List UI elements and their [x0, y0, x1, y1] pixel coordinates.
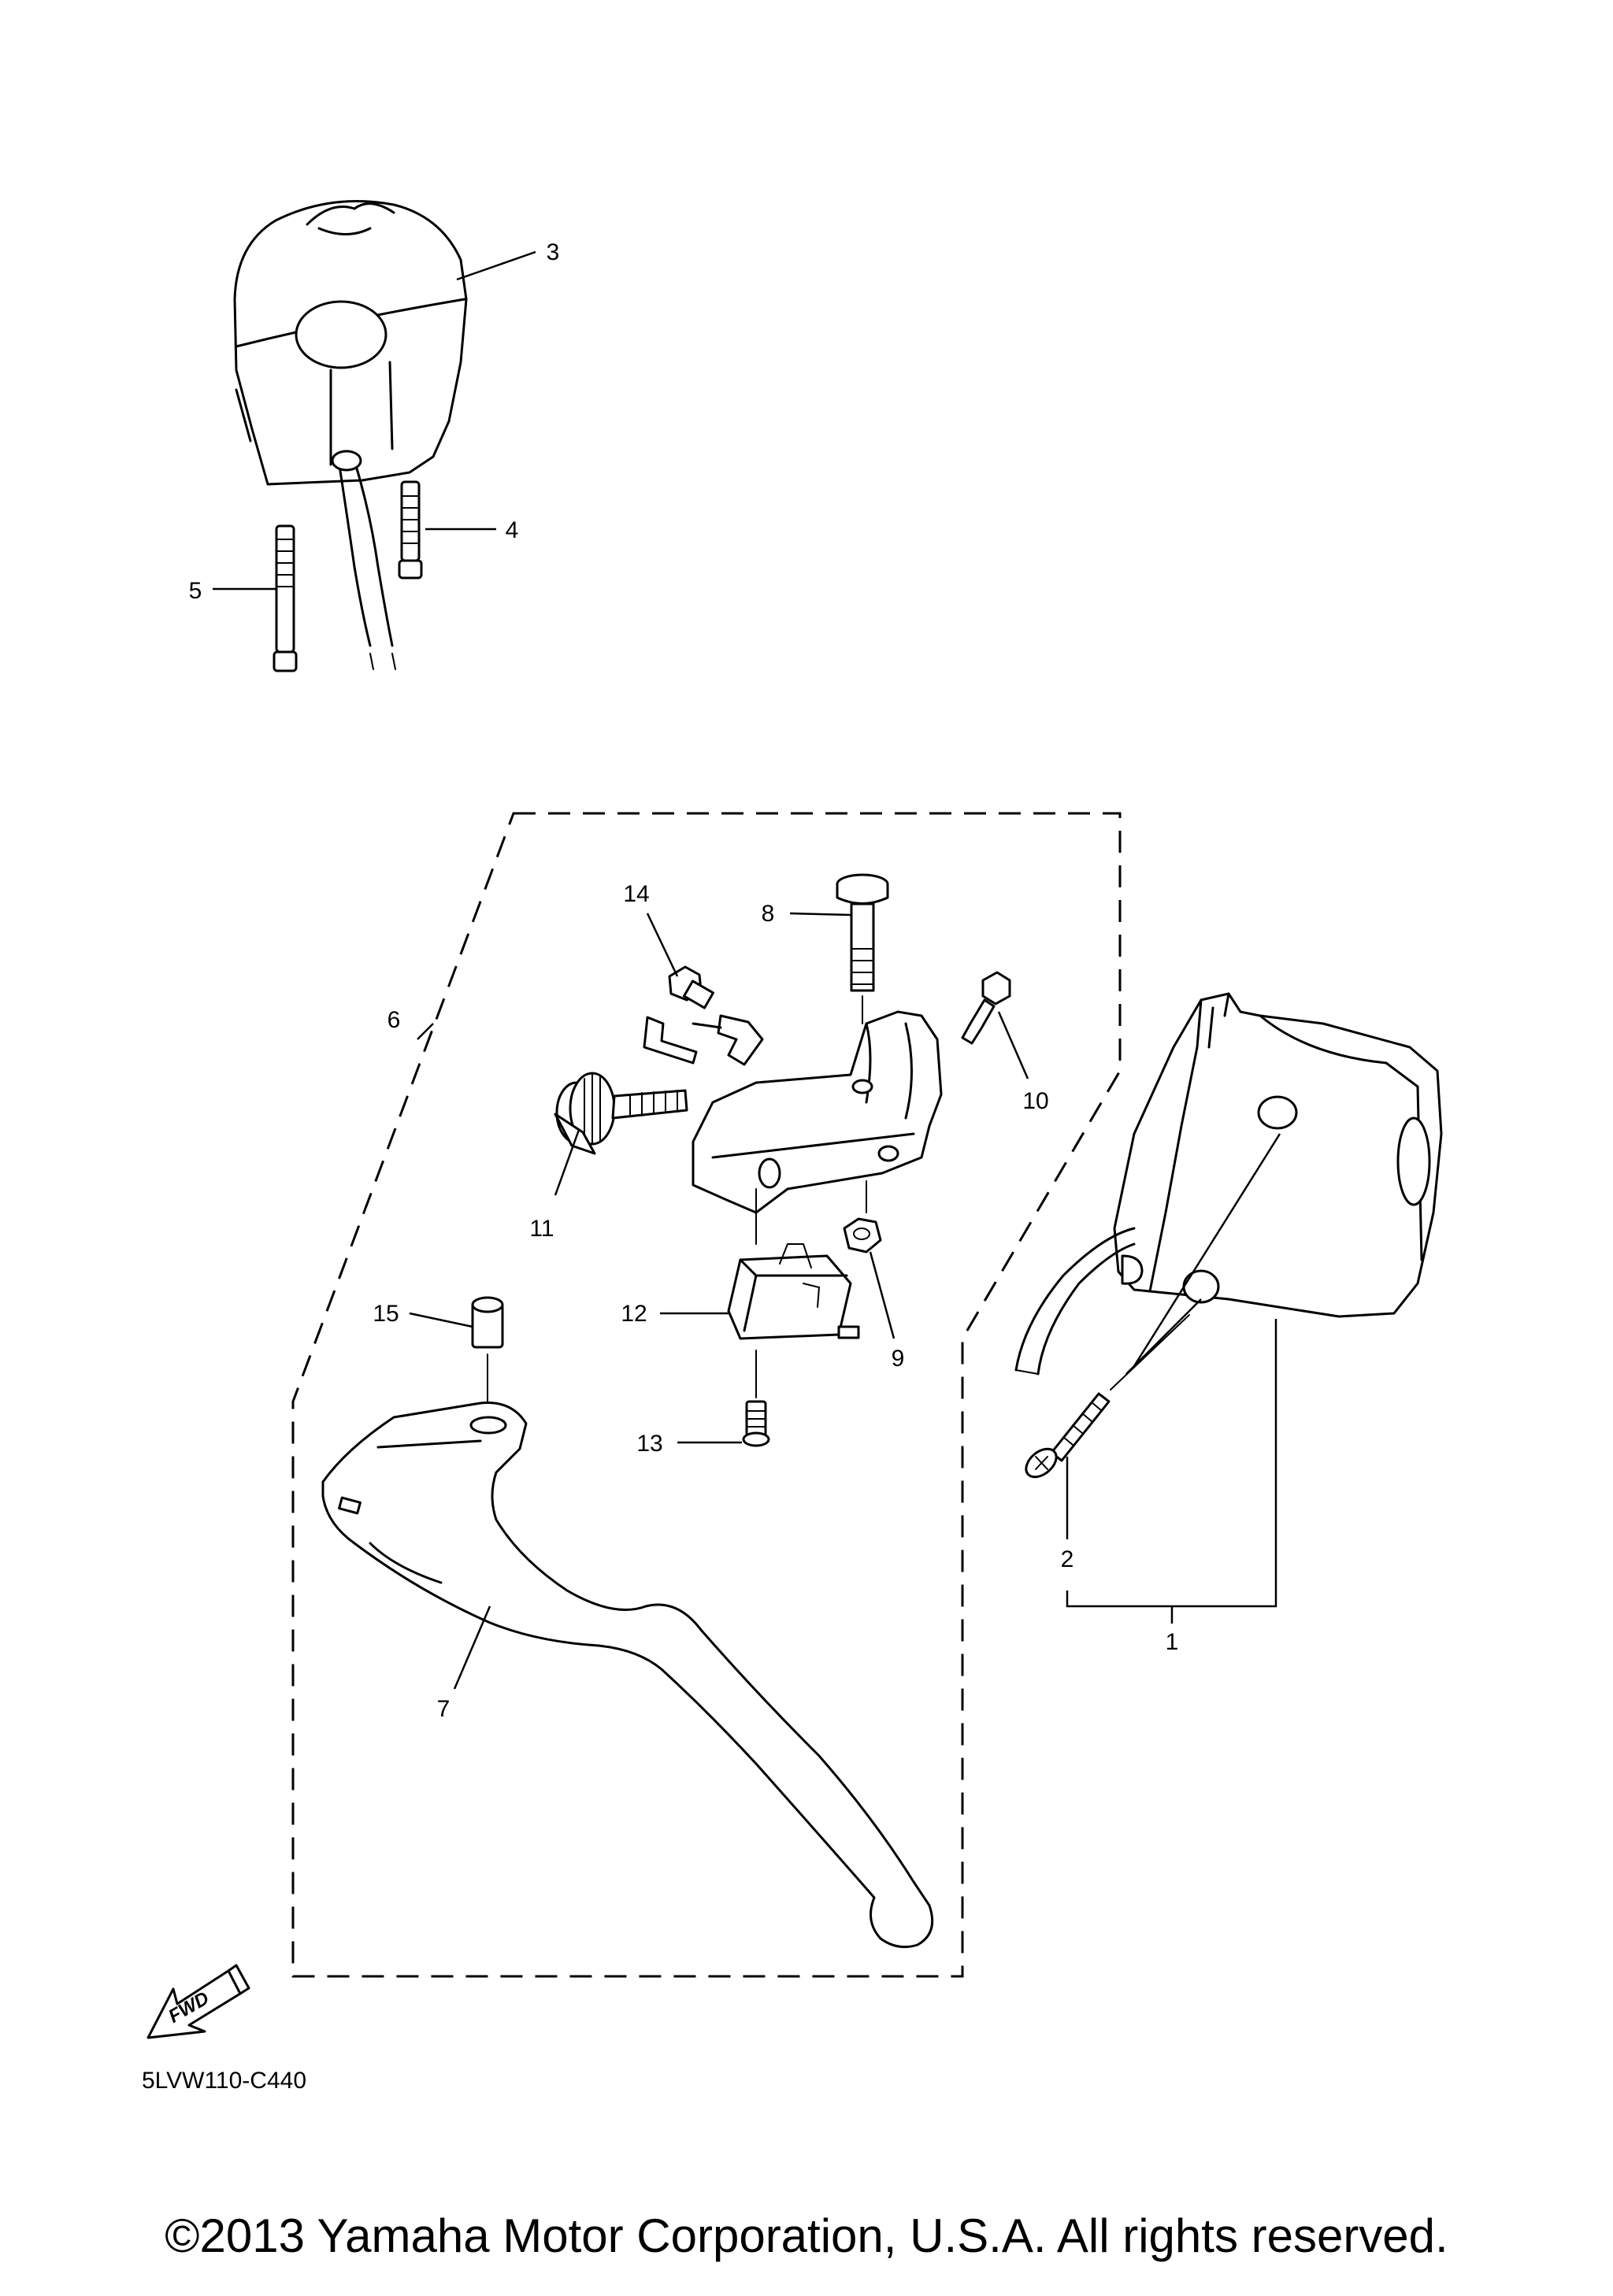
screw-part-5 [273, 524, 298, 672]
callout-labels: 1 2 3 4 5 6 7 8 9 10 11 12 13 14 15 [189, 239, 1179, 1722]
right-housing-part-1 [1014, 992, 1443, 1376]
callout-8: 8 [762, 901, 775, 927]
callout-12: 12 [621, 1301, 647, 1327]
lever-part-7 [321, 1402, 934, 1949]
callout-14: 14 [623, 881, 649, 907]
pivot-bolt-part-8 [836, 873, 889, 1024]
adjuster-knob-part-11 [554, 1072, 688, 1155]
screw-part-13 [742, 1400, 770, 1447]
callout-2: 2 [1061, 1546, 1074, 1572]
callout-3: 3 [547, 239, 560, 265]
callout-13: 13 [636, 1431, 662, 1457]
bolt-part-10 [961, 971, 1011, 1045]
screw-part-2 [1025, 1314, 1190, 1479]
brake-switch-part-12 [727, 1243, 860, 1398]
lever-assembly-outline [291, 812, 1122, 1978]
callout-1: 1 [1166, 1629, 1179, 1655]
callout-15: 15 [373, 1301, 399, 1327]
leader-lines [213, 250, 1281, 1690]
switch-housing-part-3 [233, 200, 468, 670]
callout-4: 4 [506, 517, 519, 543]
nut-part-9 [843, 1217, 882, 1254]
drawing-code: 5LVW110-C440 [142, 2068, 306, 2094]
callout-11: 11 [529, 1216, 554, 1242]
switch-bracket [643, 1014, 764, 1066]
lever-holder [692, 1010, 943, 1245]
callout-9: 9 [892, 1346, 905, 1372]
callout-10: 10 [1022, 1088, 1048, 1114]
callout-6: 6 [387, 1007, 401, 1033]
callout-7: 7 [437, 1696, 451, 1722]
screw-part-4 [398, 480, 423, 580]
forward-arrow-icon: FWD [146, 1964, 250, 2039]
callout-5: 5 [189, 578, 202, 604]
copyright-notice: ©2013 Yamaha Motor Corporation, U.S.A. A… [165, 2209, 1448, 2262]
bushing-part-15 [471, 1296, 504, 1402]
